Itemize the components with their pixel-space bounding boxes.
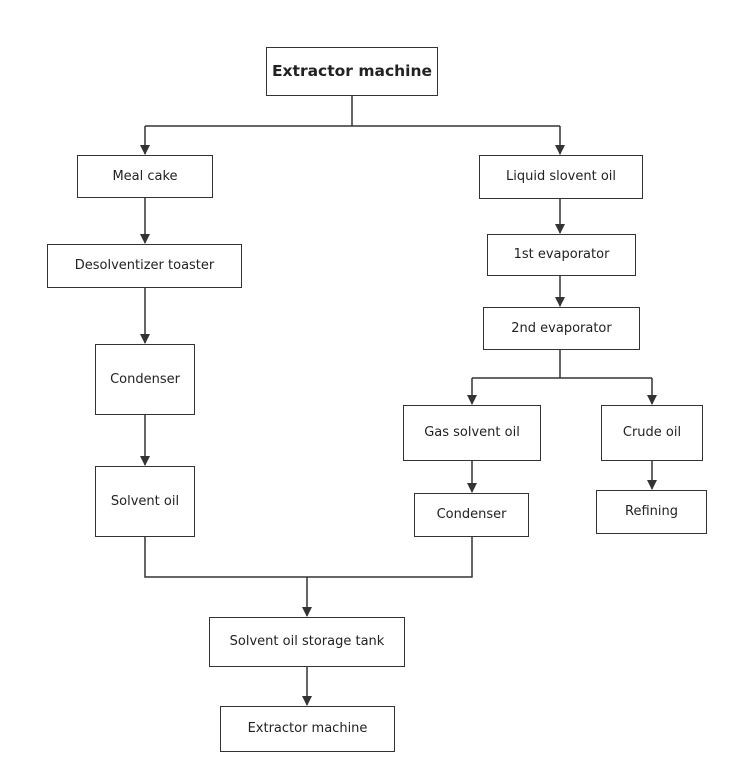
node-gas-solvent-oil: Gas solvent oil — [403, 405, 541, 461]
node-condenser-right: Condenser — [414, 493, 529, 537]
node-extractor-machine-bottom: Extractor machine — [220, 706, 395, 752]
connector-evaporator-2-split — [472, 350, 652, 379]
connector-extractor-split — [145, 96, 560, 127]
node-condenser-left: Condenser — [95, 344, 195, 415]
connector-merge-to-storage — [144, 537, 473, 578]
node-crude-oil: Crude oil — [601, 405, 703, 461]
node-1st-evaporator: 1st evaporator — [487, 234, 636, 276]
node-solvent-oil: Solvent oil — [95, 466, 195, 537]
node-refining: Refining — [596, 490, 707, 534]
node-desolventizer-toaster: Desolventizer toaster — [47, 244, 242, 288]
node-meal-cake: Meal cake — [77, 155, 213, 198]
node-extractor-machine-top: Extractor machine — [266, 47, 438, 96]
node-solvent-oil-storage-tank: Solvent oil storage tank — [209, 617, 405, 667]
node-2nd-evaporator: 2nd evaporator — [483, 307, 640, 350]
node-liquid-solvent-oil: Liquid slovent oil — [479, 155, 643, 199]
